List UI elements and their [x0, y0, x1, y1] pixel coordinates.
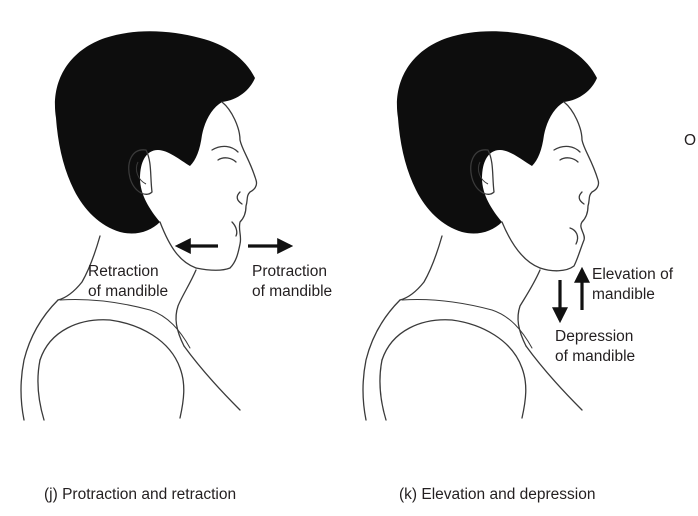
head-k-neck-back: [399, 235, 443, 301]
head-j-neck-back: [57, 235, 101, 301]
head-k-nose-line: [578, 191, 585, 205]
depression-label-line1: Depression: [555, 328, 634, 345]
elevation-label: Elevation of mandible: [592, 265, 673, 305]
depression-label-line2: of mandible: [555, 348, 636, 365]
head-k-brow: [553, 145, 581, 153]
head-j-brow: [211, 145, 239, 153]
head-k-ear: [470, 149, 495, 195]
elevation-label-line2: mandible: [592, 286, 655, 303]
head-j-hair: [54, 31, 256, 234]
head-k-jaw: [501, 221, 541, 269]
head-j-arm: [37, 359, 45, 421]
head-k-neck-front: [517, 269, 541, 347]
caption-k: (k) Elevation and depression: [399, 486, 596, 503]
head-j-illustration: [20, 31, 258, 421]
depression-label: Depression of mandible: [555, 327, 635, 367]
head-j-ear: [128, 149, 153, 195]
head-j-deltoid: [39, 319, 185, 419]
head-j-chest: [183, 345, 241, 411]
head-k-face-profile: [539, 101, 600, 272]
head-j-mouth: [231, 221, 238, 237]
edge-letter: O: [684, 132, 697, 149]
head-k-chest: [525, 345, 583, 411]
head-j-shoulder: [20, 299, 59, 421]
retraction-label-line1: Retraction: [88, 263, 159, 280]
head-j-ear-inner: [135, 161, 147, 185]
retraction-label: Retraction of mandible: [88, 262, 168, 302]
head-k-deltoid: [381, 319, 527, 419]
head-k-ear-inner: [477, 161, 489, 185]
head-k-illustration: [362, 31, 600, 421]
head-j-eye: [217, 157, 237, 163]
head-k-arm: [379, 359, 387, 421]
head-k-eye: [559, 157, 579, 163]
protraction-label-line2: of mandible: [252, 283, 333, 300]
elevation-label-line1: Elevation of: [592, 266, 673, 283]
head-j-face-profile: [195, 101, 258, 271]
head-j-collar: [59, 299, 191, 349]
head-k-collar: [401, 299, 533, 349]
retraction-label-line2: of mandible: [88, 283, 169, 300]
caption-j: (j) Protraction and retraction: [44, 486, 237, 503]
protraction-label-line1: Protraction: [252, 263, 327, 280]
head-j-neck-front: [175, 269, 197, 347]
protraction-label: Protraction of mandible: [252, 262, 332, 302]
head-j-nose-line: [236, 191, 243, 205]
head-k-hair: [396, 31, 597, 234]
head-k-shoulder: [362, 299, 401, 421]
head-k-mouth: [569, 227, 579, 245]
